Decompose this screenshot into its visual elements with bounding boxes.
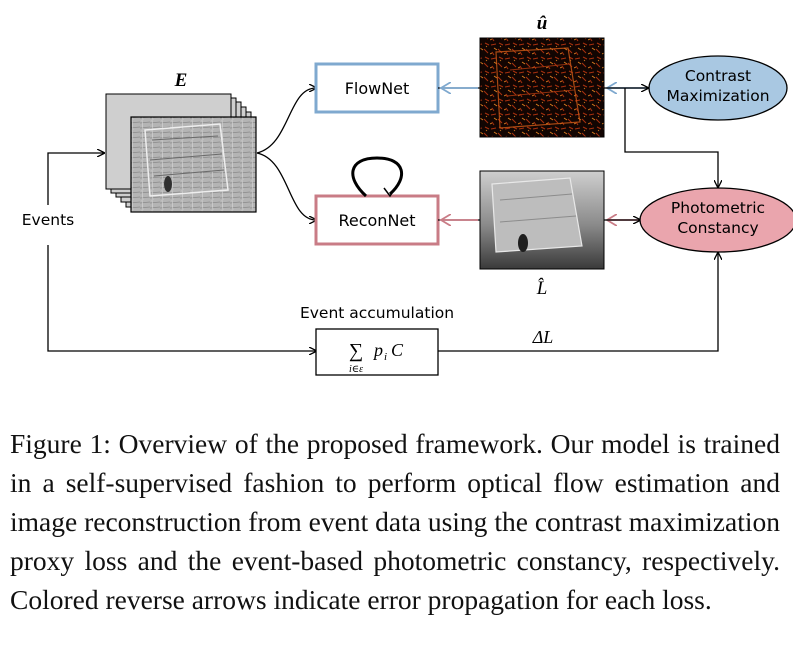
optical-flow-output: û <box>479 13 605 138</box>
event-accumulation-label: Event accumulation <box>300 304 454 322</box>
recon-label-L-hat: L̂ <box>536 278 548 299</box>
event-accumulation-block: Event accumulation ∑ i∈ε p i C <box>300 304 454 376</box>
photometric-label-line2: Constancy <box>677 219 758 237</box>
voxel-front-frame <box>130 116 257 213</box>
photometric-constancy-loss: Photometric Constancy <box>639 187 793 253</box>
contrast-label-line2: Maximization <box>666 87 769 105</box>
events-to-accumulation-arrow <box>47 245 316 351</box>
voxel-to-flownet-arrow <box>256 88 316 154</box>
events-to-voxel-arrow <box>47 153 104 205</box>
accumulation-to-photometric-arrow <box>438 253 718 352</box>
contrast-maximization-loss: Contrast Maximization <box>648 55 788 121</box>
sum-term-C: C <box>391 340 404 360</box>
reconstructed-image-output: L̂ <box>479 170 605 299</box>
events-label: Events <box>22 211 74 229</box>
sum-symbol: ∑ <box>349 340 363 362</box>
flow-image <box>479 37 605 138</box>
sum-term-p: p <box>372 340 383 360</box>
sum-limits: i∈ε <box>349 364 363 375</box>
figure-caption: Figure 1: Overview of the proposed frame… <box>10 428 780 615</box>
flow-label-u-hat: û <box>537 13 548 34</box>
contrast-label-line1: Contrast <box>685 67 751 85</box>
reconnet-label: ReconNet <box>338 211 415 230</box>
reconnet-recurrent-loop <box>351 156 404 198</box>
sum-term-i: i <box>384 351 387 363</box>
voxel-to-reconnet-arrow <box>256 152 316 220</box>
flow-to-photometric-arrow <box>624 88 718 187</box>
delta-L-label: ΔL <box>532 327 554 347</box>
flownet-label: FlowNet <box>345 79 410 98</box>
flownet-block: FlowNet <box>314 62 440 114</box>
event-voxel-stack: E <box>105 70 257 213</box>
photometric-label-line1: Photometric <box>671 199 765 217</box>
framework-diagram: Events E FlowNet ReconNet û <box>22 13 793 376</box>
voxel-label-E: E <box>174 70 188 91</box>
reconnet-block: ReconNet <box>314 156 440 246</box>
